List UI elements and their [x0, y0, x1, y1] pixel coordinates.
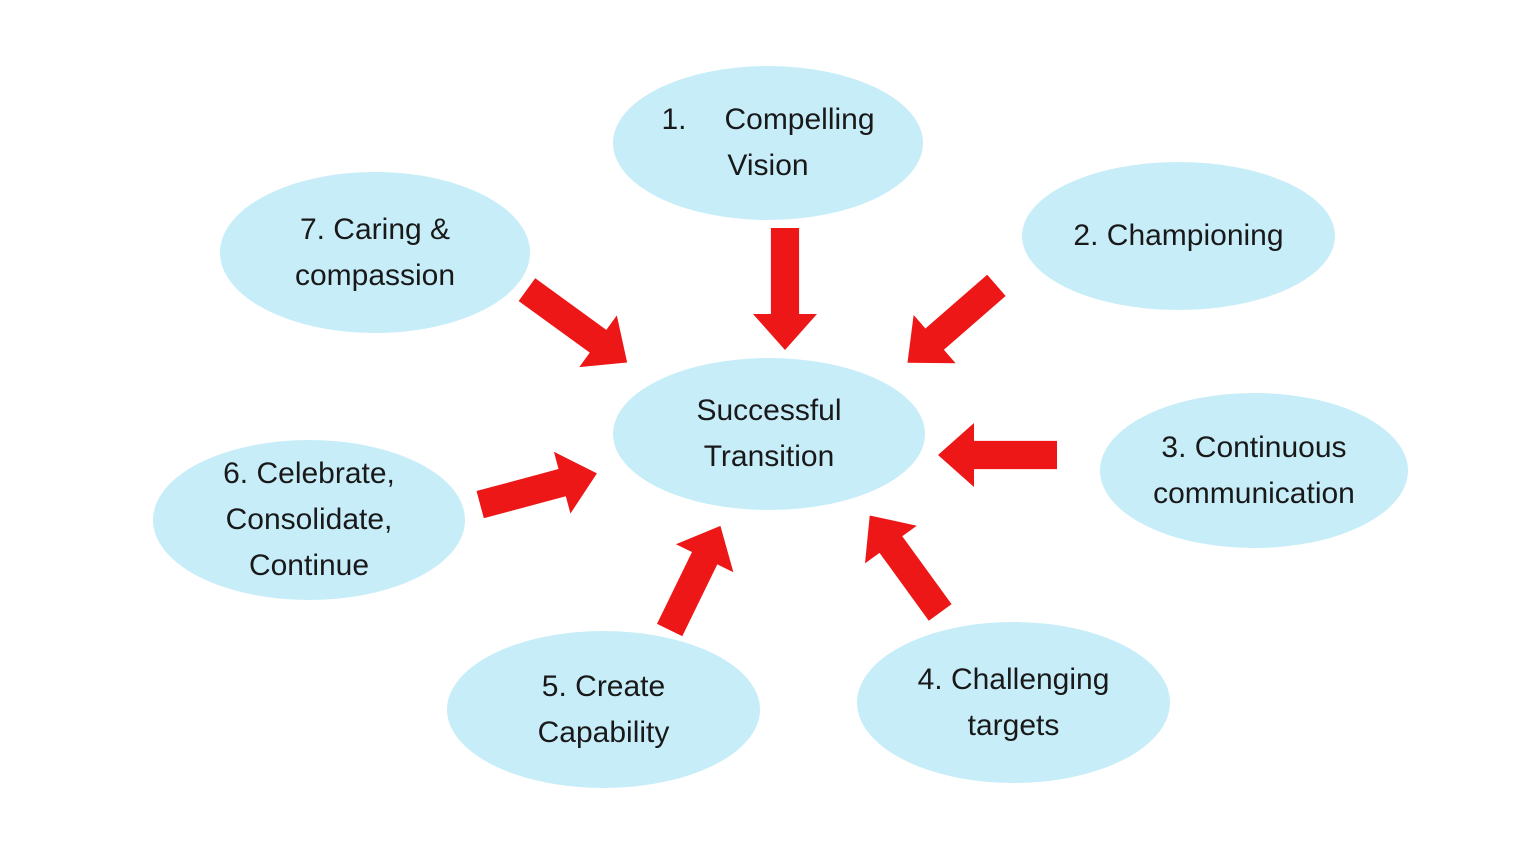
node-successful-transition: Successful Transition: [613, 358, 925, 510]
node-label-line: Consolidate,: [225, 503, 393, 536]
node-celebrate-consolidate-continue: 6. Celebrate, Consolidate, Continue: [153, 440, 465, 600]
node-label-line: Successful: [696, 394, 842, 427]
red-arrow-icon: [753, 228, 817, 350]
node-number: 1.: [661, 103, 687, 136]
red-arrow-icon: [938, 423, 1057, 487]
node-create-capability: 5. Create Capability: [447, 631, 760, 788]
node-label-line: Transition: [703, 440, 835, 473]
red-arrow-icon: [886, 261, 1017, 387]
node-label-line: 5. Create: [541, 669, 666, 703]
node-challenging-targets: 4. Challenging targets: [857, 622, 1170, 783]
node-label-line: 6. Celebrate,: [223, 457, 395, 490]
node-label-line: 7. Caring &: [299, 212, 451, 246]
red-arrow-icon: [641, 512, 749, 644]
node-label-line: 3. Continuous: [1161, 430, 1347, 464]
node-label-line: Vision: [727, 149, 809, 182]
node-label-line: 2. Championing: [1073, 219, 1284, 252]
node-label-line: targets: [967, 708, 1060, 742]
node-compelling-vision: 1. Compelling Vision: [613, 66, 923, 220]
node-continuous-communication: 3. Continuous communication: [1100, 393, 1408, 548]
node-caring-compassion: 7. Caring & compassion: [220, 172, 530, 333]
red-arrow-icon: [472, 442, 605, 535]
red-arrow-icon: [508, 264, 646, 389]
node-label-line: 4. Challenging: [917, 662, 1110, 696]
node-label-line: compassion: [294, 258, 456, 292]
node-label-line: communication: [1153, 476, 1355, 510]
red-arrow-icon: [844, 497, 966, 632]
node-label-line: Continue: [248, 549, 370, 582]
node-championing: 2. Championing: [1022, 162, 1335, 310]
node-label-line: Compelling: [724, 103, 875, 136]
node-label-line: Capability: [537, 715, 670, 749]
